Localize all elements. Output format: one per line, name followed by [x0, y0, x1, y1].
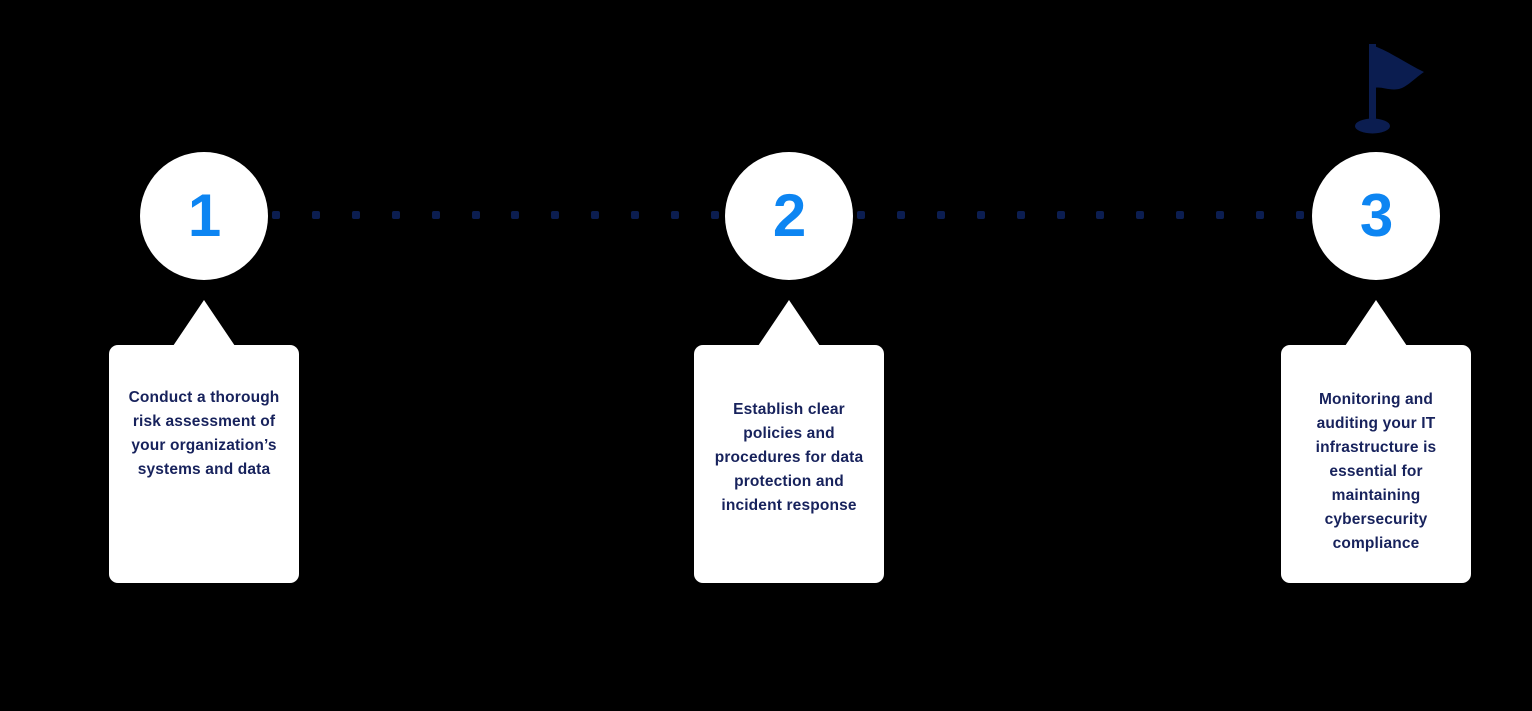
connector-dot — [272, 210, 280, 219]
step-1-card-text: Conduct a thorough risk assessment of yo… — [128, 389, 280, 479]
flag-icon — [1355, 42, 1439, 134]
connector-dot — [351, 210, 360, 219]
connector-dot — [551, 210, 560, 219]
connector-dot — [431, 210, 440, 219]
connector-step1-step2 — [272, 210, 719, 219]
step-2-card-text: Establish clear policies and procedures … — [714, 401, 864, 515]
connector-dot — [1136, 210, 1145, 219]
connector-dot — [591, 210, 600, 219]
step-1-number: 1 — [187, 182, 221, 249]
connector-dot — [1016, 210, 1025, 219]
connector-dot — [1216, 210, 1225, 219]
connector-dot — [1295, 210, 1304, 219]
step-1-pointer — [173, 300, 235, 346]
step-2-number: 2 — [772, 182, 806, 249]
connector-dot — [976, 210, 985, 219]
step-1-circle[interactable]: 1 — [140, 152, 268, 280]
step-3-card[interactable]: Monitoring and auditing your IT infrastr… — [1281, 345, 1471, 583]
connector-dot — [631, 210, 640, 219]
step-1-card[interactable]: Conduct a thorough risk assessment of yo… — [109, 345, 299, 583]
connector-dot — [671, 210, 680, 219]
connector-dot — [311, 210, 320, 219]
connector-dot — [710, 210, 719, 219]
step-3-pointer — [1345, 300, 1407, 346]
step-2-circle[interactable]: 2 — [725, 152, 853, 280]
connector-dot — [1056, 210, 1065, 219]
step-3-card-text: Monitoring and auditing your IT infrastr… — [1315, 391, 1437, 553]
connector-dot — [391, 210, 400, 219]
connector-dot — [471, 210, 480, 219]
connector-dot — [1096, 210, 1105, 219]
connector-dot — [936, 210, 945, 219]
connector-dot — [1256, 210, 1265, 219]
connector-dot — [1176, 210, 1185, 219]
connector-dot — [511, 210, 520, 219]
step-2-pointer — [758, 300, 820, 346]
step-2-card[interactable]: Establish clear policies and procedures … — [694, 345, 884, 583]
step-3-circle[interactable]: 3 — [1312, 152, 1440, 280]
step-3-number: 3 — [1359, 182, 1393, 249]
connector-step2-step3 — [857, 210, 1304, 219]
connector-dot — [857, 210, 865, 219]
connector-dot — [896, 210, 905, 219]
